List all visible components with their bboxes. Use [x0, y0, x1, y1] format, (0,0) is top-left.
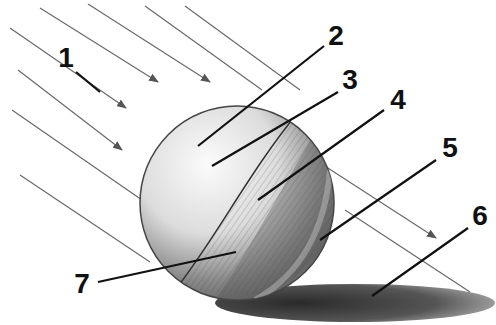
callout-number: 1	[58, 44, 74, 72]
leader-lines	[76, 46, 468, 296]
callout-number: 4	[390, 86, 406, 114]
callout-number: 6	[472, 202, 488, 230]
callout-number: 2	[328, 22, 344, 50]
callout-number: 7	[74, 270, 90, 298]
sphere-shading	[175, 100, 340, 300]
callout-number: 5	[442, 134, 458, 162]
callout-number: 3	[342, 66, 358, 94]
